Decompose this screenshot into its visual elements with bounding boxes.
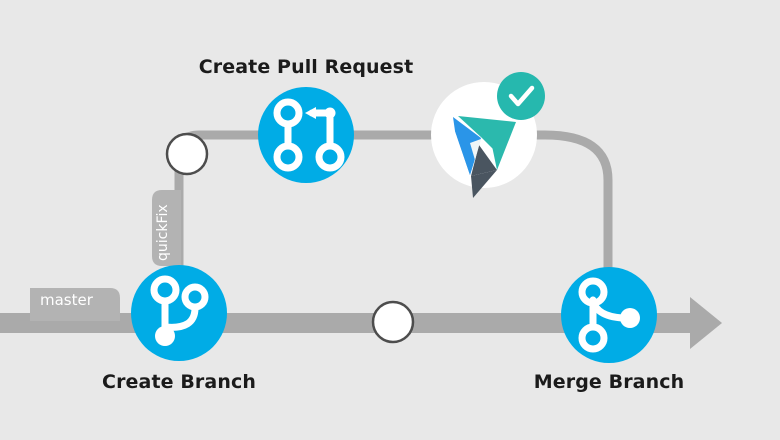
node-create-pull-request[interactable] (258, 87, 354, 183)
check-badge-icon (497, 72, 545, 120)
node-create-branch[interactable] (131, 265, 227, 361)
git-pull-request-icon (273, 98, 345, 172)
label-create-pull-request: Create Pull Request (198, 56, 414, 78)
label-create-branch: Create Branch (102, 371, 256, 393)
git-merge-icon (578, 277, 640, 353)
node-merge-branch[interactable] (561, 267, 657, 363)
node-ci-build[interactable] (431, 72, 545, 198)
label-merge-branch: Merge Branch (533, 371, 685, 393)
commit-node-feature[interactable] (165, 132, 209, 176)
git-branch-icon (150, 275, 209, 346)
feature-branch-line (174, 130, 613, 310)
commit-node-master[interactable] (371, 300, 415, 344)
tag-quickfix (152, 190, 181, 266)
appveyor-logo-icon (453, 116, 516, 198)
tag-master (30, 288, 120, 321)
